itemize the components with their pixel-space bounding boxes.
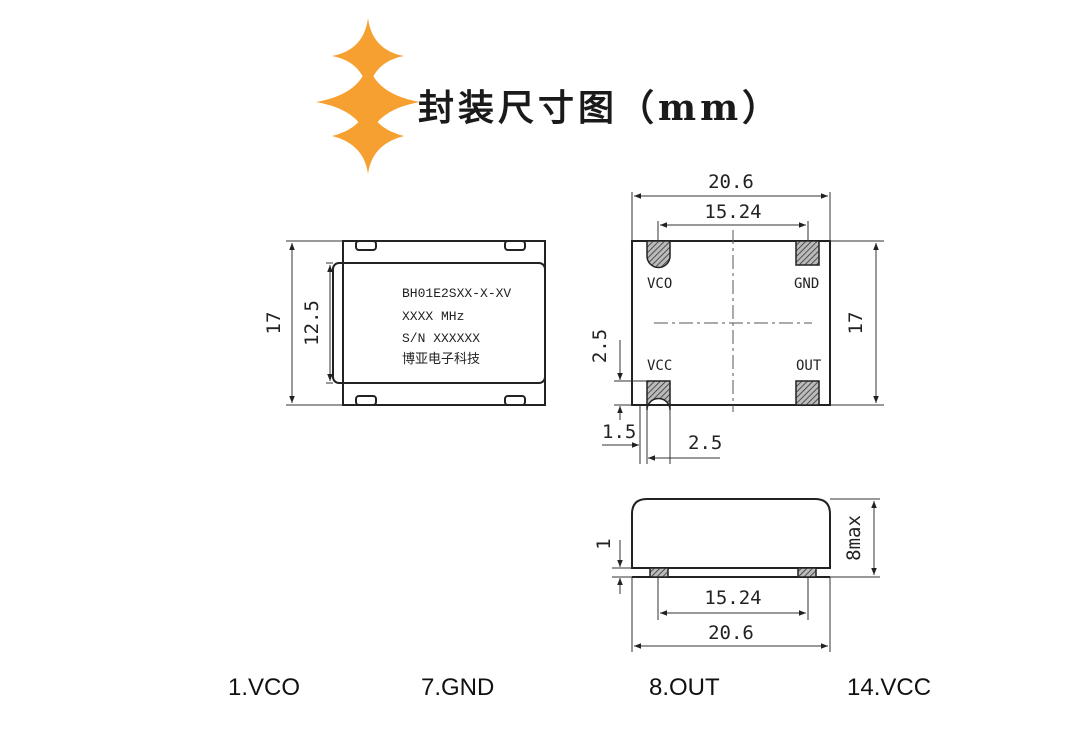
side-view-width-label: 20.6 [708,622,754,644]
pin-gnd-pad [795,240,820,266]
marking-company: 博亚电子科技 [402,352,480,367]
marking-part-number: BH01E2SXX-X-XV [402,286,511,301]
bottom-view: VCO GND VCC OUT 20.6 15.24 17 2.5 1.5 2 [589,171,884,464]
side-view-pin-pitch-label: 15.24 [704,587,761,609]
pin-legend-item: 8.OUT [649,674,720,701]
pin-label-gnd: GND [794,276,819,292]
pin-label-vco: VCO [647,276,672,292]
pin-legend-item: 7.GND [421,674,494,701]
pin-gap-label: 1.5 [602,421,636,443]
pin-legend-item: 14.VCC [847,674,931,701]
star-logo-icon [316,18,420,174]
height-max-label: 8max [843,515,865,561]
bottom-view-body [631,240,831,406]
pin-width-label: 2.5 [688,432,722,454]
marking-frequency: XXXX MHz [402,309,464,324]
bottom-view-pin-pitch-label: 15.24 [704,201,761,223]
top-view-corner-tabs [355,240,526,406]
side-pad-right [797,567,817,578]
pin-legend-item: 1.VCO [228,674,300,701]
side-pad-left [649,567,669,578]
bottom-view-width-label: 20.6 [708,171,754,193]
top-view-label-area [332,262,546,384]
page-title: 封装尺寸图（mm） [418,87,782,129]
pin-label-out: OUT [796,358,822,374]
side-view: 1 8max 15.24 20.6 [593,498,880,652]
bottom-view-height-label: 17 [845,312,867,335]
top-view: BH01E2SXX-X-XV XXXX MHz S/N XXXXXX 博亚电子科… [263,240,546,406]
side-view-body [631,498,831,569]
top-view-height-label: 17 [263,312,285,335]
top-view-label-height: 12.5 [301,300,323,346]
pin-vco-pad [646,240,671,269]
pin-out-pad [795,380,820,406]
pin-height-label: 2.5 [589,329,611,363]
pin-legend: 1.VCO 7.GND 8.OUT 14.VCC [228,674,931,701]
marking-serial: S/N XXXXXX [402,331,480,346]
standoff-label: 1 [593,538,615,549]
pin-label-vcc: VCC [647,358,672,374]
